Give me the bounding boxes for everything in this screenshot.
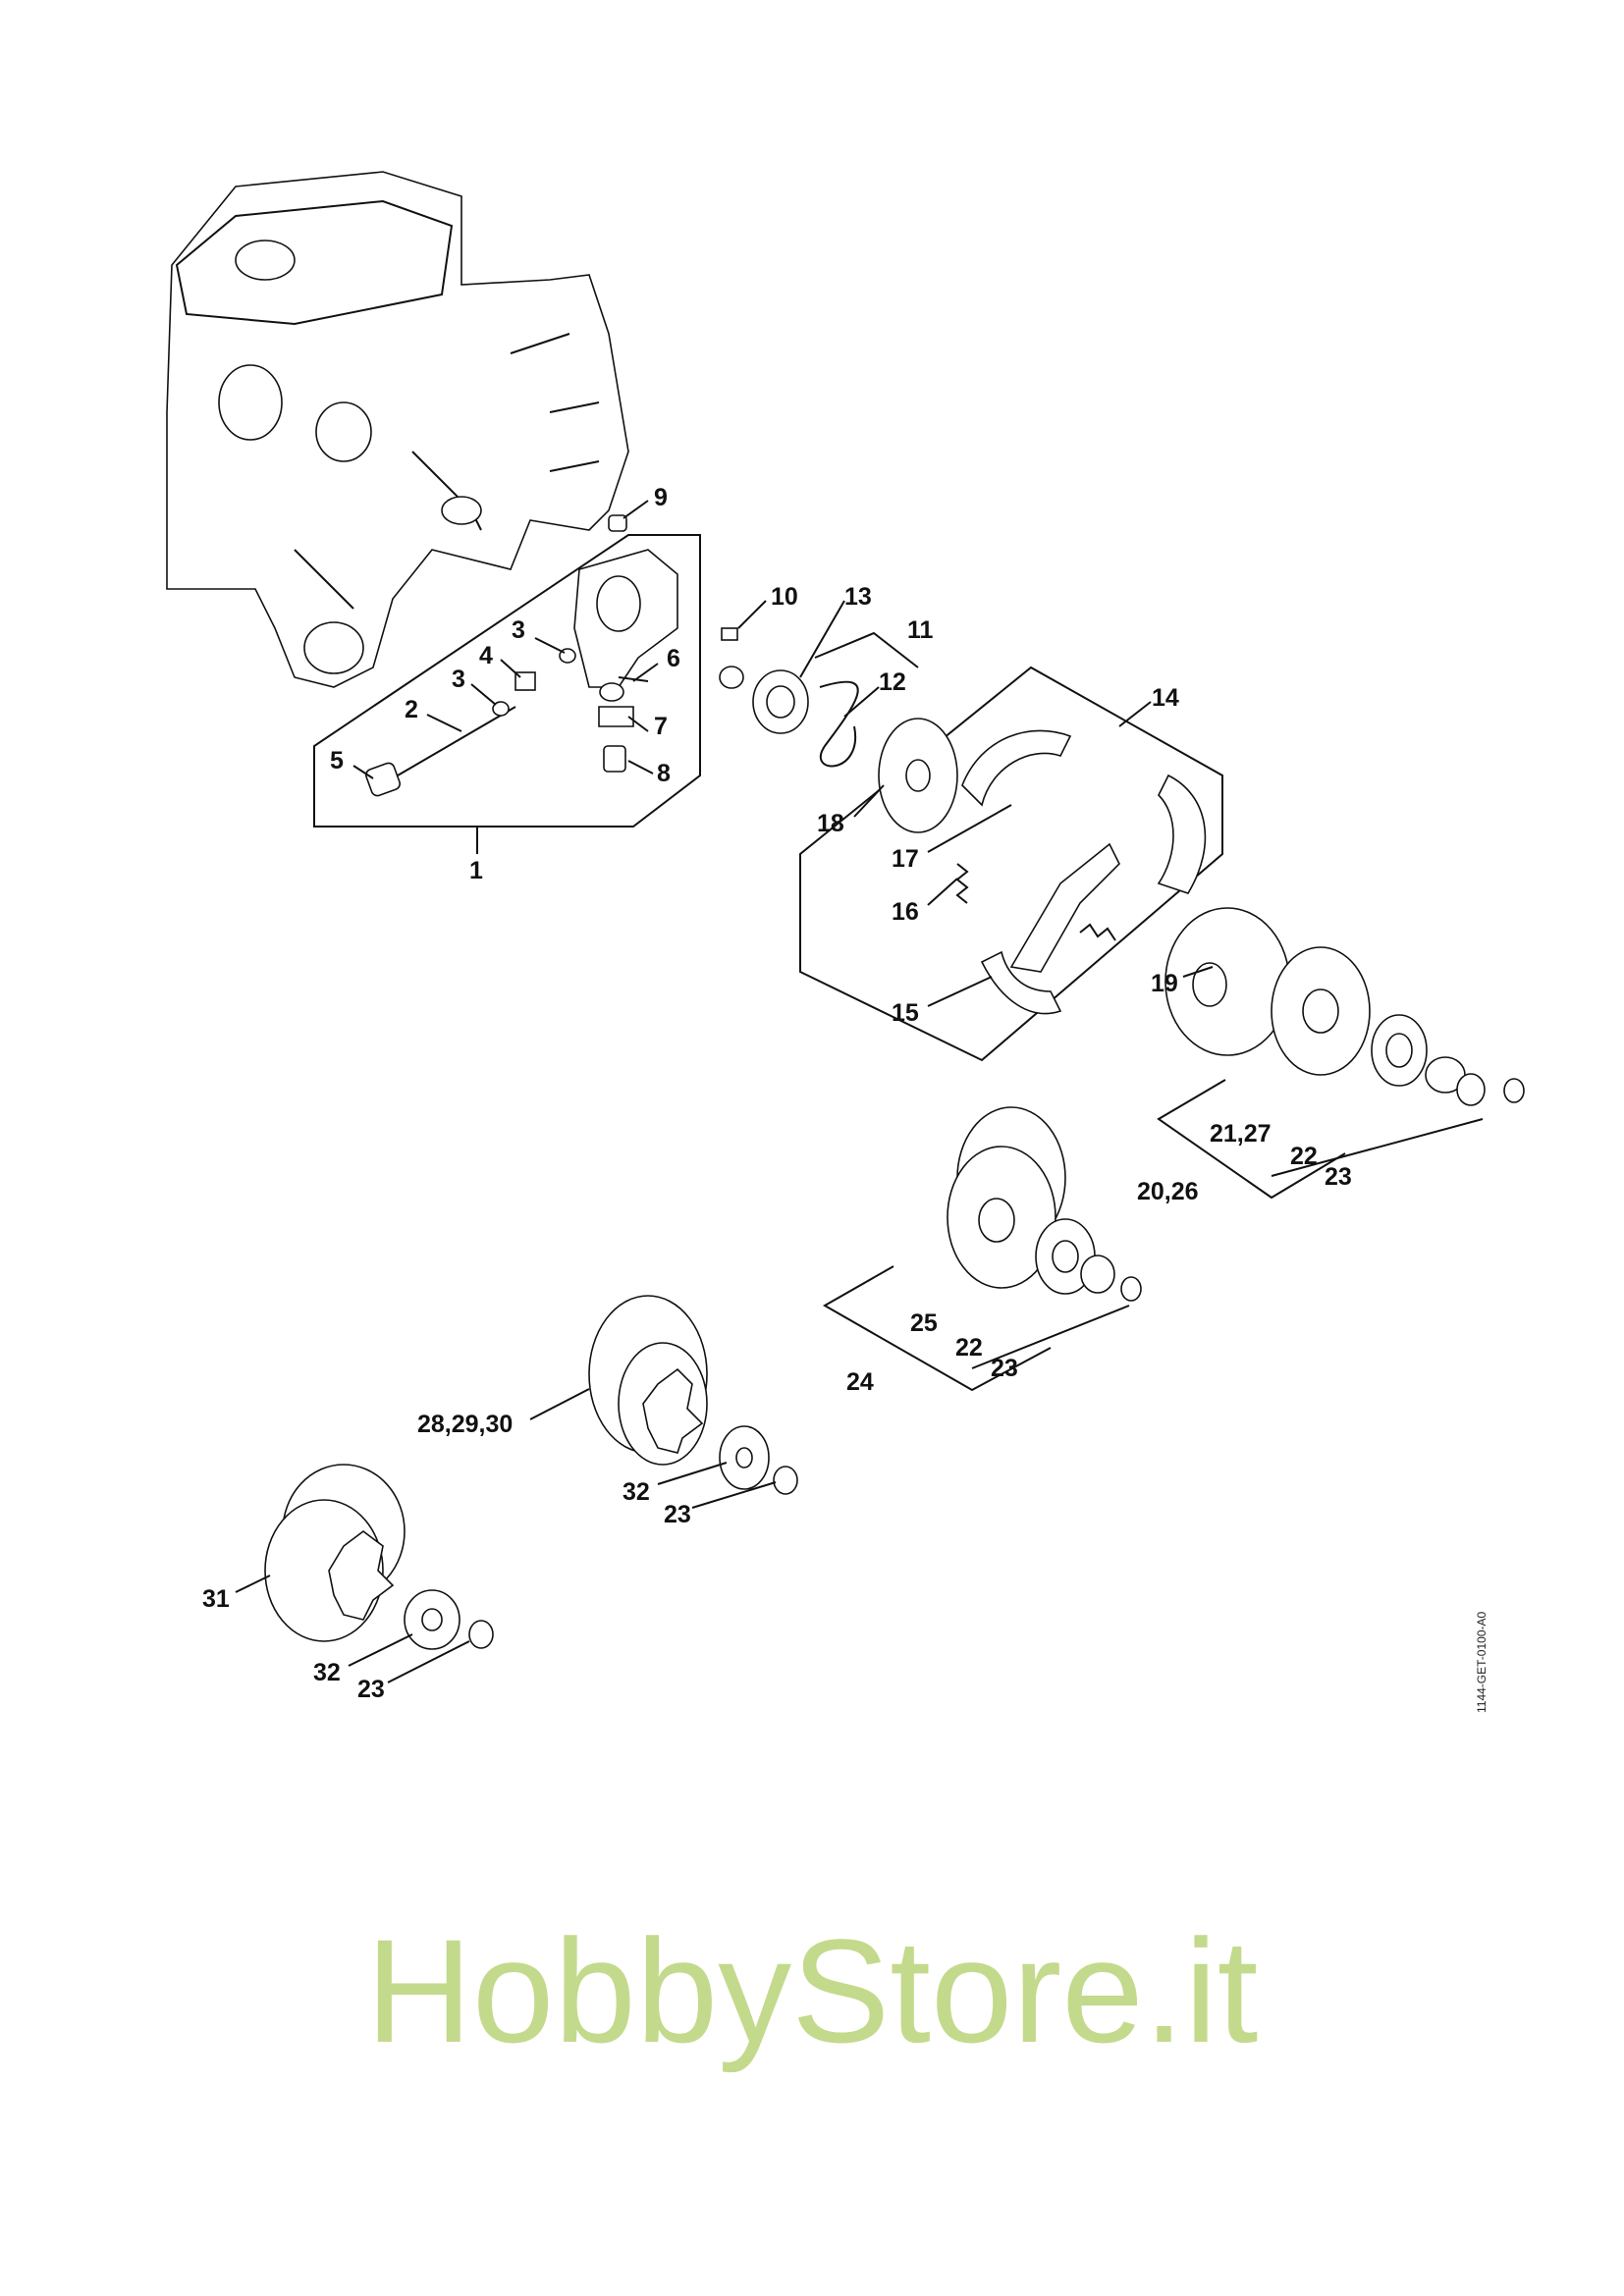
watermark: HobbyStore.it — [366, 1908, 1259, 2073]
callout: 17 — [892, 845, 919, 873]
callout: 11 — [907, 616, 934, 644]
callout: 2 — [405, 696, 418, 723]
clutch-parts — [878, 718, 1207, 1015]
callout: 28,29,30 — [417, 1411, 513, 1438]
callout: 21,27 — [1210, 1120, 1272, 1148]
callout: 14 — [1152, 684, 1179, 712]
callout: 20,26 — [1137, 1178, 1199, 1205]
leader-lines — [235, 500, 1214, 1683]
callout: 3 — [512, 616, 525, 644]
callout: 24 — [846, 1368, 874, 1396]
callout: 1 — [469, 857, 483, 884]
callout: 23 — [357, 1676, 385, 1703]
callout: 23 — [1325, 1163, 1352, 1191]
callout: 5 — [330, 747, 344, 774]
callout: 16 — [892, 898, 919, 926]
oil-pump-parts — [365, 514, 859, 797]
callout: 32 — [313, 1659, 341, 1686]
callout: 3 — [452, 666, 465, 693]
callout: 25 — [910, 1309, 938, 1337]
callout: 6 — [667, 645, 680, 672]
callout: 9 — [654, 484, 668, 511]
diagram-id: 1144-GET-0100-A0 — [1475, 1612, 1489, 1713]
assembly-box-1 — [313, 534, 701, 828]
callout: 19 — [1151, 970, 1178, 997]
callout: 18 — [817, 810, 844, 837]
clutch-drum-24 — [947, 1106, 1142, 1302]
sprocket-drum-31 — [264, 1464, 494, 1650]
sprocket-drum-28-29-30 — [588, 1295, 798, 1495]
callout: 23 — [664, 1501, 691, 1528]
callout: 23 — [991, 1355, 1018, 1382]
callout: 22 — [955, 1334, 983, 1362]
callout: 13 — [844, 583, 872, 611]
callout: 10 — [771, 583, 798, 611]
clutch-drum-20-26 — [1164, 907, 1525, 1106]
callout: 8 — [657, 760, 671, 787]
callout: 4 — [479, 642, 493, 669]
callout: 12 — [879, 668, 906, 696]
callout: 32 — [623, 1478, 650, 1506]
clutch-box-14 — [799, 666, 1223, 1062]
engine-housing — [166, 171, 629, 688]
callout-labels: 9 10 13 11 12 14 3 4 6 3 2 7 5 8 1 18 17… — [202, 484, 1352, 1703]
callout: 31 — [202, 1585, 230, 1613]
callout: 7 — [654, 713, 668, 740]
callout: 15 — [892, 999, 919, 1027]
callout: 22 — [1290, 1143, 1318, 1170]
